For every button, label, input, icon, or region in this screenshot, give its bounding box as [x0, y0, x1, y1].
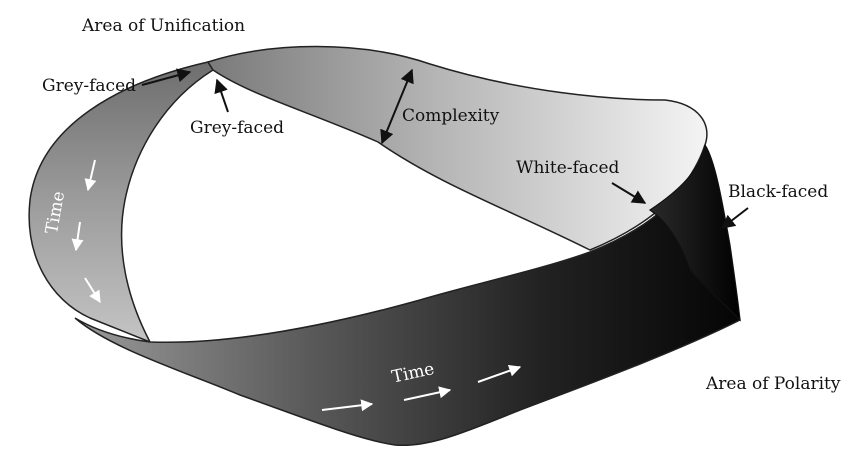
time-arrow-bottom-1 [321, 399, 374, 412]
left-grey-band [28, 61, 215, 344]
black-faced-arrow [720, 207, 749, 229]
grey-faced-inner-label: Grey-faced [190, 118, 285, 138]
complexity-label: Complexity [402, 106, 500, 126]
complexity-arrow [380, 68, 414, 145]
grey-faced-inner-arrow [214, 78, 229, 113]
black-faced-label: Black-faced [728, 182, 829, 202]
time-arrow-left-3 [84, 277, 101, 304]
time-arrow-left-1 [84, 159, 97, 192]
upper-grey-white-band [206, 45, 708, 251]
time-arrow-left-2 [71, 221, 84, 252]
grey-faced-outer-label: Grey-faced [42, 76, 137, 96]
white-faced-arrow [611, 182, 647, 204]
grey-faced-outer-arrow [141, 68, 192, 86]
area-of-unification-label: Area of Unification [82, 16, 246, 36]
white-faced-label: White-faced [516, 158, 620, 178]
time-arrow-bottom-3 [477, 364, 522, 383]
area-of-polarity-label: Area of Polarity [706, 374, 841, 394]
time-arrow-bottom-2 [403, 386, 452, 401]
